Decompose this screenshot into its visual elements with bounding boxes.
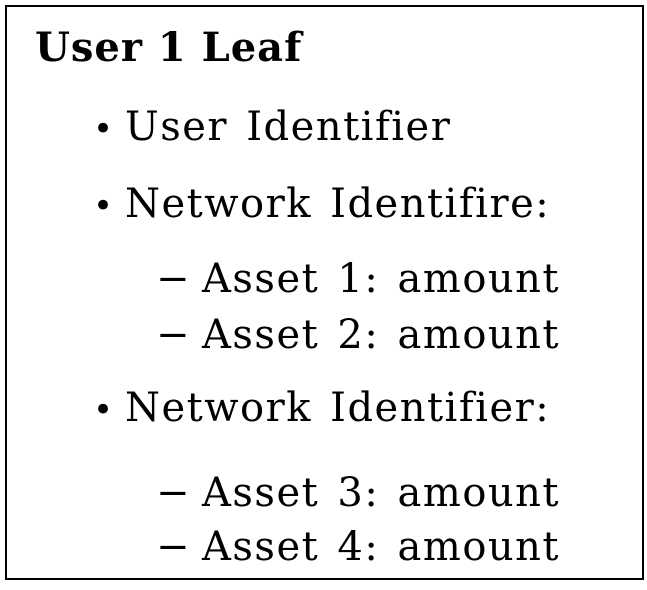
list-item-text: Asset 3: amount bbox=[202, 470, 560, 516]
list-subitem: − Asset 2: amount bbox=[7, 315, 642, 355]
list-subitem: − Asset 1: amount bbox=[7, 259, 642, 299]
list-item: • Network Identifier: bbox=[7, 388, 642, 430]
bullet-icon: • bbox=[93, 186, 115, 226]
dash-icon: − bbox=[156, 524, 192, 570]
list-item-text: Asset 2: amount bbox=[202, 312, 560, 358]
dash-icon: − bbox=[156, 470, 192, 516]
user-leaf-box: User 1 Leaf • User Identifier • Network … bbox=[5, 5, 644, 580]
list-item-text: Network Identifire: bbox=[125, 181, 551, 227]
list-subitem: − Asset 4: amount bbox=[7, 527, 642, 567]
bullet-icon: • bbox=[93, 109, 115, 149]
list-item-text: User Identifier bbox=[125, 104, 452, 150]
list-subitem: − Asset 3: amount bbox=[7, 473, 642, 513]
leaf-field-list: • User Identifier • Network Identifire: … bbox=[7, 107, 642, 567]
list-item-text: Network Identifier: bbox=[125, 385, 551, 431]
list-item: • Network Identifire: bbox=[7, 184, 642, 226]
list-item-text: Asset 4: amount bbox=[202, 524, 560, 570]
dash-icon: − bbox=[156, 256, 192, 302]
leaf-title: User 1 Leaf bbox=[35, 24, 303, 71]
bullet-icon: • bbox=[93, 390, 115, 430]
dash-icon: − bbox=[156, 312, 192, 358]
list-item-text: Asset 1: amount bbox=[202, 256, 560, 302]
list-item: • User Identifier bbox=[7, 107, 642, 149]
